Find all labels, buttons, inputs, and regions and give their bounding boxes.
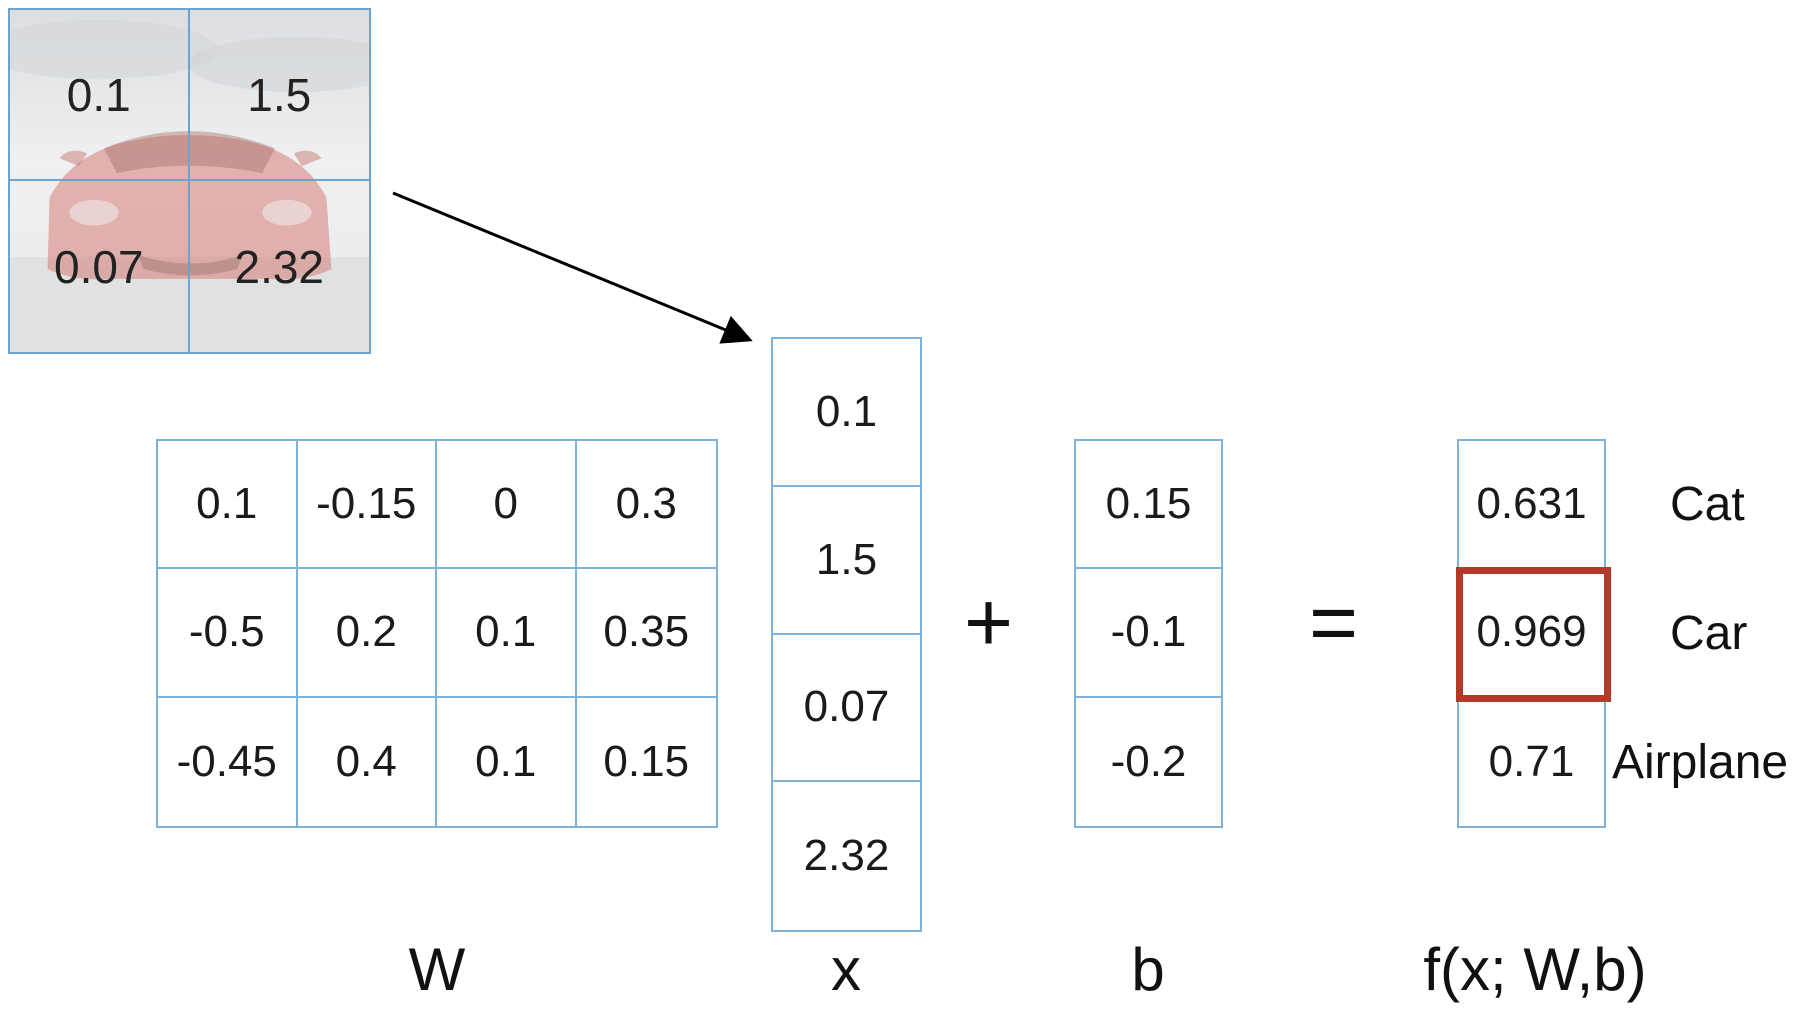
matrix-cell: 0.3 bbox=[576, 441, 716, 570]
weight-matrix: 0.1 -0.15 0 0.3 -0.5 0.2 0.1 0.35 -0.45 … bbox=[156, 439, 718, 828]
class-label-cat: Cat bbox=[1670, 478, 1745, 531]
matrix-cell: 0.15 bbox=[603, 736, 690, 786]
input-image-patch: 0.1 1.5 0.07 2.32 bbox=[8, 8, 371, 354]
class-label-airplane: Airplane bbox=[1612, 736, 1789, 789]
matrix-cell: 0.4 bbox=[298, 697, 437, 826]
car-image bbox=[10, 10, 369, 352]
vector-cell: 0.15 bbox=[1076, 441, 1221, 570]
input-vector-label: x bbox=[831, 936, 861, 1003]
pixel-value: 0.1 bbox=[10, 10, 190, 181]
score-cell: 0.631 bbox=[1459, 441, 1604, 570]
plus-operator: + bbox=[964, 575, 1014, 669]
max-score-highlight bbox=[1456, 567, 1611, 702]
vector-cell: 2.32 bbox=[803, 831, 890, 881]
equals-operator: = bbox=[1309, 575, 1359, 669]
vector-cell: -0.1 bbox=[1076, 569, 1221, 698]
bias-vector: 0.15 -0.1 -0.2 bbox=[1074, 439, 1223, 828]
weight-matrix-label: W bbox=[408, 936, 466, 1003]
matrix-cell: 0.1 bbox=[158, 441, 298, 570]
matrix-cell: -0.45 bbox=[158, 697, 298, 826]
matrix-cell: 0.1 bbox=[437, 697, 577, 826]
matrix-cell: 0.1 bbox=[437, 569, 577, 698]
vector-cell: -0.2 bbox=[1110, 736, 1187, 786]
vector-cell: 0.1 bbox=[773, 339, 920, 487]
matrix-cell: 0.35 bbox=[576, 569, 716, 698]
pixel-value: 2.32 bbox=[234, 240, 325, 293]
vector-cell: 1.5 bbox=[773, 487, 920, 635]
pixel-value: 1.5 bbox=[189, 10, 369, 181]
matrix-cell: 0.2 bbox=[297, 569, 437, 698]
input-vector: 0.1 1.5 0.07 2.32 bbox=[771, 337, 922, 932]
matrix-cell: 0 bbox=[437, 441, 577, 570]
score-function-label: f(x; W,b) bbox=[1423, 936, 1647, 1003]
matrix-cell: -0.5 bbox=[158, 569, 298, 698]
bias-vector-label: b bbox=[1131, 936, 1165, 1003]
pixel-value: 0.07 bbox=[10, 181, 190, 352]
class-label-car: Car bbox=[1670, 607, 1748, 660]
pixel-grid: 0.1 1.5 0.07 2.32 bbox=[10, 10, 369, 352]
matrix-cell: -0.15 bbox=[297, 441, 437, 570]
vector-cell: 0.07 bbox=[773, 635, 920, 783]
score-cell: 0.71 bbox=[1488, 736, 1575, 786]
